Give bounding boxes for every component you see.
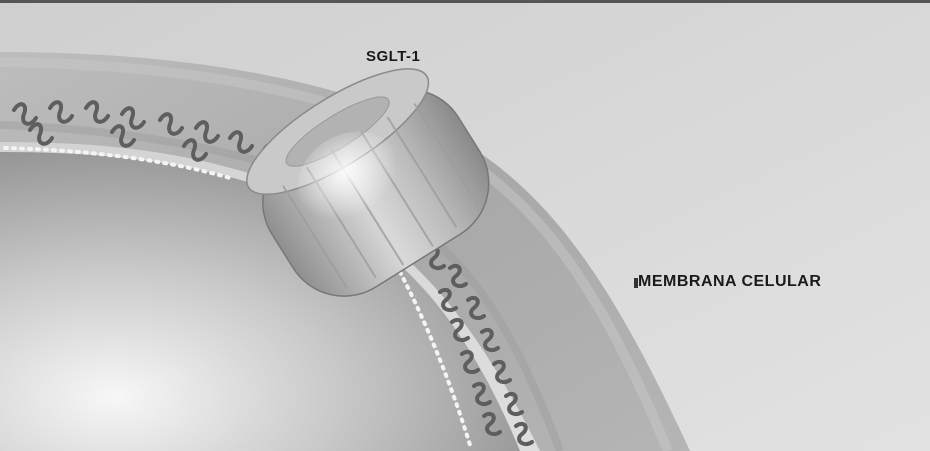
- sglt1-label: SGLT-1: [366, 48, 420, 65]
- cell-membrane-label: MEMBRANA CELULAR: [638, 273, 821, 291]
- top-border: [0, 0, 930, 3]
